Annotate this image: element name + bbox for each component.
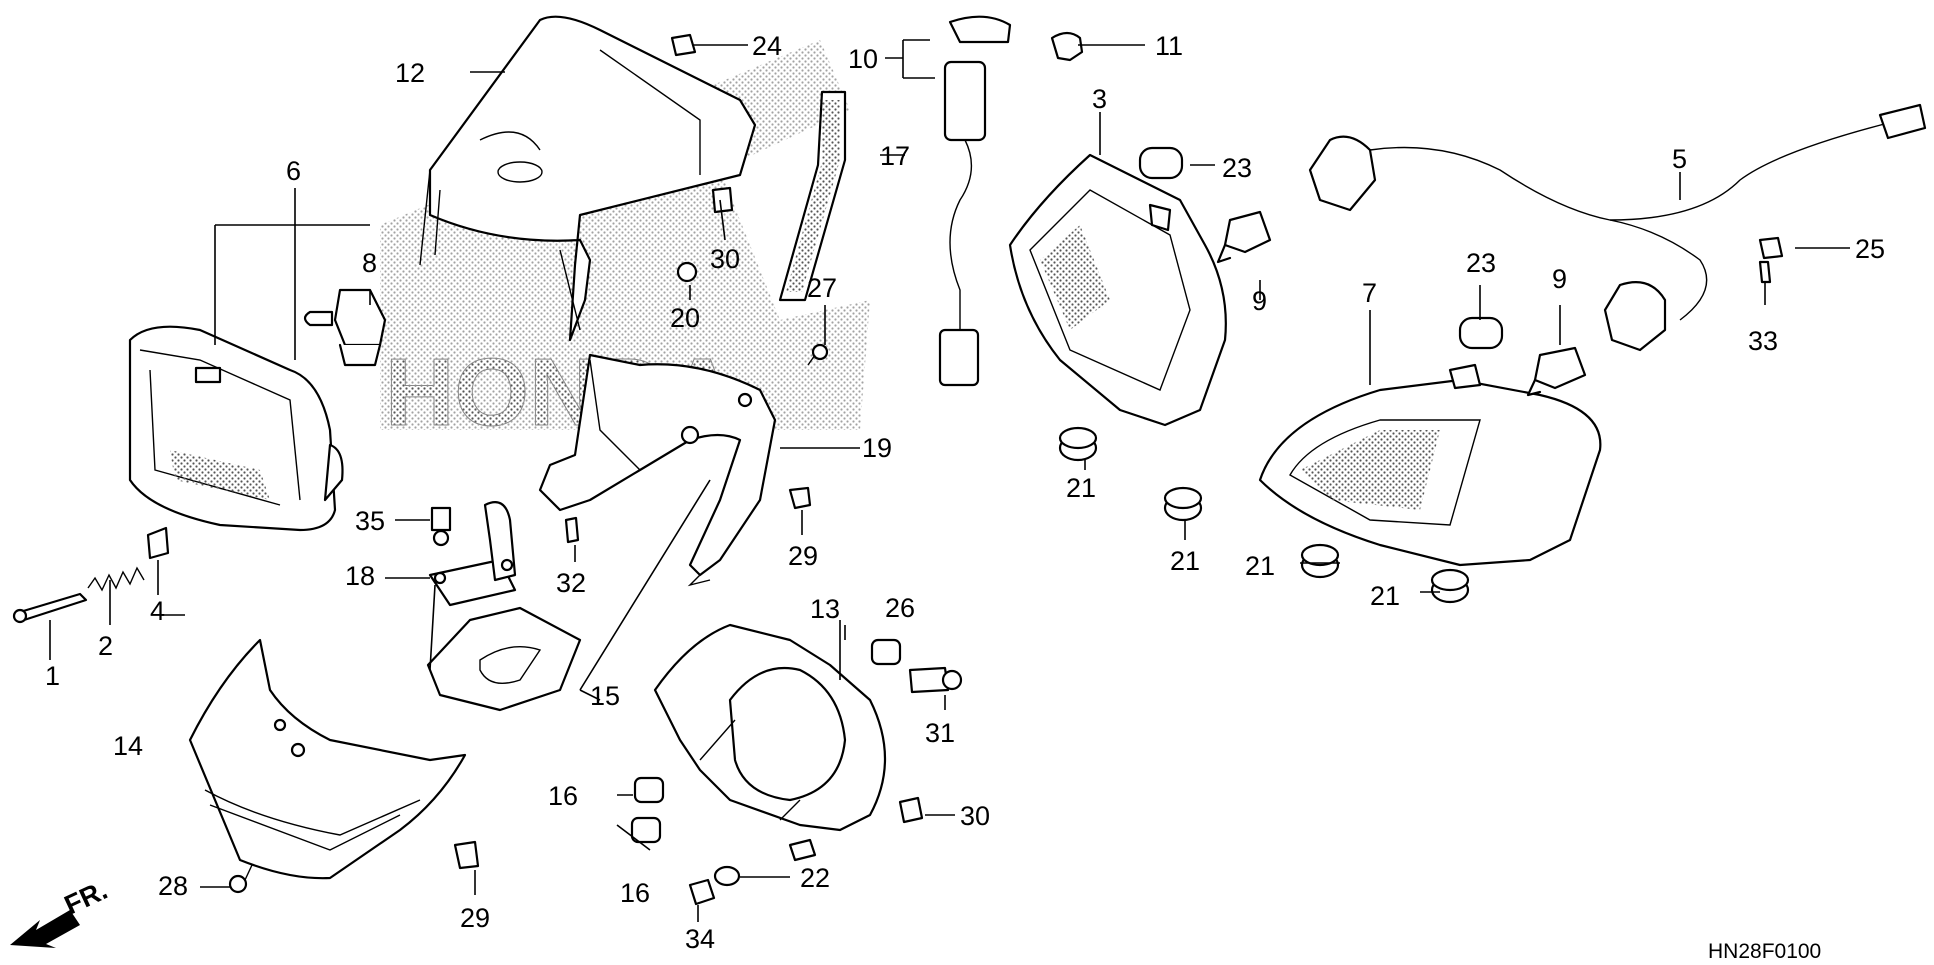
callout-29-lower: 29 [460, 903, 490, 933]
clip-part-29-lower[interactable] [453, 840, 480, 870]
grommet-part-21-d[interactable] [1430, 568, 1470, 604]
callout-30-upper: 30 [710, 244, 740, 274]
callout-23-b: 23 [1466, 248, 1496, 278]
callout-16-lower: 16 [620, 878, 650, 908]
callout-10: 10 [848, 44, 878, 74]
headlight-right-part-7[interactable] [1258, 363, 1602, 567]
callout-7: 7 [1362, 278, 1377, 308]
bolt-part-27[interactable] [807, 343, 829, 366]
callout-8: 8 [362, 248, 377, 278]
front-direction-arrow: FR. [10, 875, 112, 948]
callout-25: 25 [1855, 234, 1885, 264]
callout-3: 3 [1092, 84, 1107, 114]
callout-31: 31 [925, 718, 955, 748]
headlight-case-part-19[interactable] [538, 353, 777, 587]
callout-1: 1 [45, 661, 60, 691]
bracket-part-15[interactable] [426, 606, 582, 712]
clip-part-30-upper[interactable] [711, 186, 734, 214]
clip-part-29-upper[interactable] [788, 486, 812, 510]
bulb-part-8[interactable] [303, 288, 387, 367]
light-case-part-13[interactable] [653, 623, 887, 862]
socket-part-10[interactable] [938, 15, 1012, 387]
front-cowl-part-12[interactable] [419, 15, 757, 342]
callout-21-b: 21 [1170, 546, 1200, 576]
clip-part-25[interactable] [1758, 236, 1784, 260]
headlight-left-part-6[interactable] [128, 325, 344, 532]
screw-part-33[interactable] [1758, 260, 1772, 284]
bolt-part-31[interactable] [908, 666, 963, 694]
bulb-part-9-lower[interactable] [1526, 346, 1587, 397]
callout-35: 35 [355, 506, 385, 536]
clip-part-30-lower[interactable] [898, 796, 924, 824]
callout-34: 34 [685, 924, 715, 954]
callout-12: 12 [395, 58, 425, 88]
callout-6: 6 [286, 156, 301, 186]
screw-part-1[interactable] [12, 592, 88, 624]
screw-part-28[interactable] [228, 864, 253, 894]
callout-26: 26 [885, 593, 915, 623]
callout-20: 20 [670, 303, 700, 333]
wire-harness-part-5[interactable] [1308, 103, 1927, 352]
diagram-code: HN28F0100 [1708, 940, 1821, 963]
headlight-center-part-3[interactable] [1008, 153, 1227, 427]
callout-14: 14 [113, 731, 143, 761]
callout-30-lower: 30 [960, 801, 990, 831]
clip-part-11[interactable] [1050, 31, 1084, 62]
callout-4: 4 [150, 596, 165, 626]
bolt-part-35[interactable] [430, 506, 452, 547]
callout-11: 11 [1155, 31, 1183, 61]
clip-part-24[interactable] [670, 33, 697, 57]
callout-16-upper: 16 [548, 781, 578, 811]
collar-part-16-lower[interactable] [630, 816, 662, 844]
callout-2: 2 [98, 631, 113, 661]
grommet-part-23-b[interactable] [1458, 316, 1504, 350]
callout-21-a: 21 [1066, 473, 1096, 503]
grommet-part-21-c[interactable] [1300, 543, 1340, 579]
grommet-part-21-b[interactable] [1163, 486, 1203, 522]
nut-part-20[interactable] [676, 261, 698, 283]
collar-part-26[interactable] [870, 638, 902, 666]
callout-29-upper: 29 [788, 541, 818, 571]
callout-23-a: 23 [1222, 153, 1252, 183]
leader-lines [49, 39, 1850, 922]
callout-24: 24 [752, 31, 782, 61]
callout-27: 27 [807, 273, 837, 303]
callout-17: 17 [880, 141, 910, 171]
nut-part-34[interactable] [688, 878, 716, 906]
grommet-part-23-a[interactable] [1138, 146, 1184, 180]
callout-22: 22 [800, 863, 830, 893]
callout-33: 33 [1748, 326, 1778, 356]
callout-19: 19 [862, 433, 892, 463]
callout-9-upper: 9 [1252, 286, 1267, 316]
collar-part-16-upper[interactable] [633, 776, 665, 804]
nut-part-4[interactable] [146, 526, 170, 560]
spring-part-2[interactable] [87, 566, 145, 592]
callout-13: 13 [810, 594, 840, 624]
callout-labels: 1 2 3 4 5 6 7 8 9 9 10 11 12 13 14 15 16… [45, 31, 1885, 954]
callout-21-d: 21 [1370, 581, 1400, 611]
strip-part-17[interactable] [778, 90, 847, 302]
bulb-part-9-upper[interactable] [1216, 210, 1272, 264]
callout-28: 28 [158, 871, 188, 901]
washer-part-22[interactable] [713, 865, 741, 887]
callout-18: 18 [345, 561, 375, 591]
callout-21-c: 21 [1245, 551, 1275, 581]
callout-9-lower: 9 [1552, 264, 1567, 294]
callout-15: 15 [590, 681, 620, 711]
lower-cover-part-14[interactable] [188, 638, 467, 880]
grommet-part-21-a[interactable] [1058, 426, 1098, 462]
callout-5: 5 [1672, 144, 1687, 174]
callout-32: 32 [556, 568, 586, 598]
screw-part-32[interactable] [564, 516, 580, 544]
bracket-part-18[interactable] [428, 501, 517, 607]
